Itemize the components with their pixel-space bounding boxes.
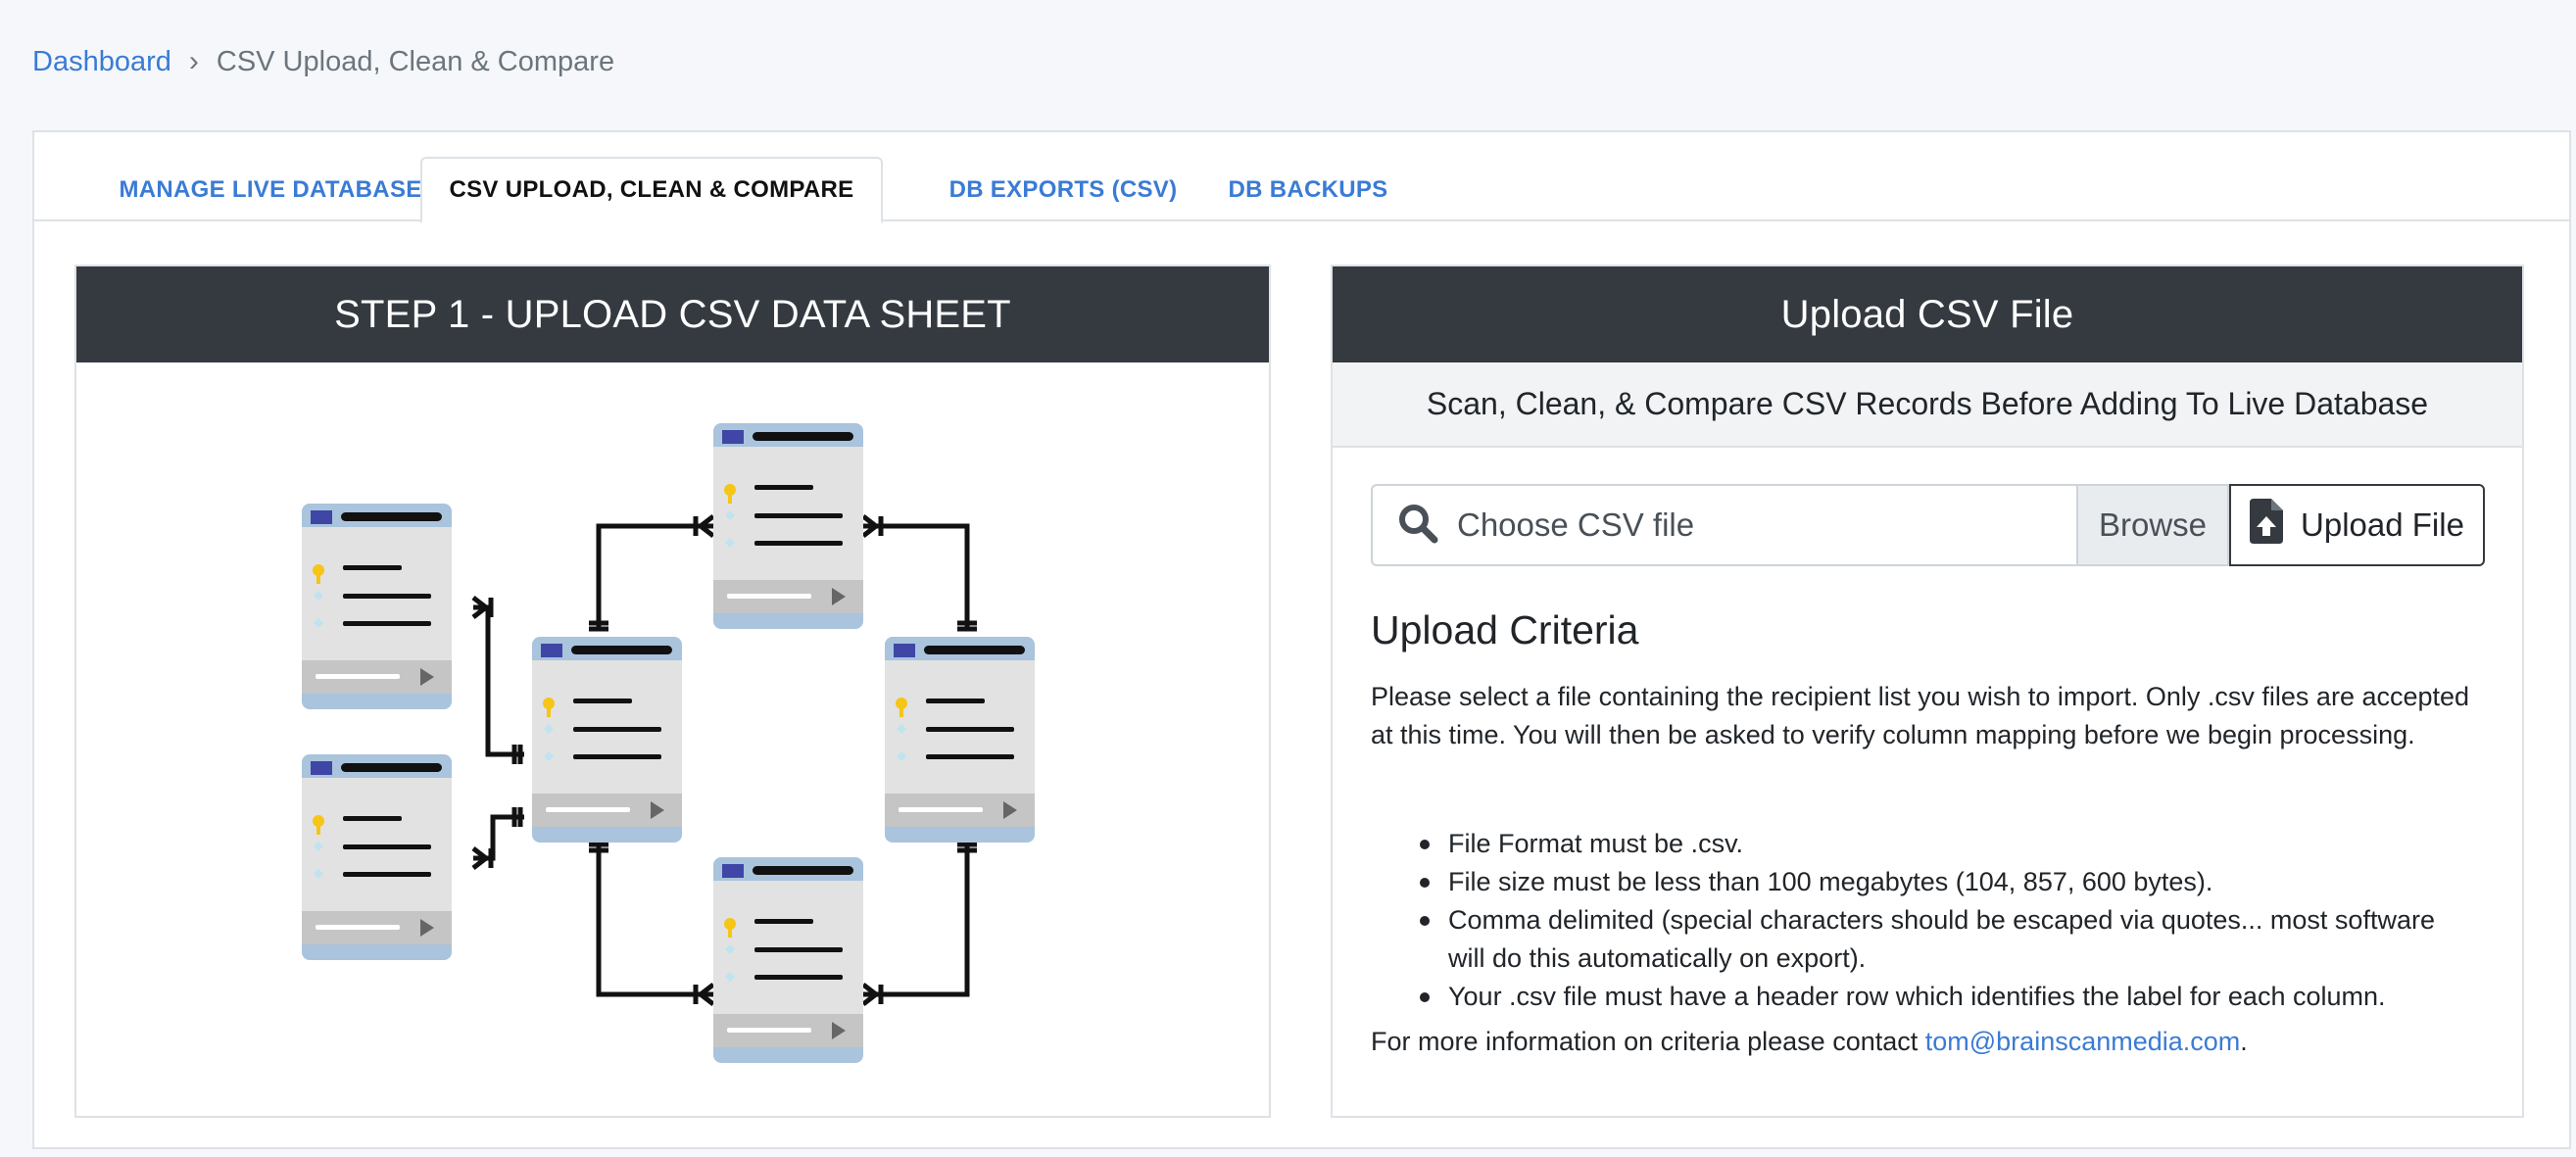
search-icon (1396, 502, 1439, 550)
contact-info: For more information on criteria please … (1371, 1023, 2248, 1061)
tab-db-backups[interactable]: DB BACKUPS (1228, 176, 1388, 203)
upload-panel-title: Upload CSV File (1333, 266, 2522, 362)
contact-suffix: . (2240, 1027, 2248, 1056)
breadcrumb-current: CSV Upload, Clean & Compare (216, 45, 615, 77)
upload-file-button[interactable]: Upload File (2229, 484, 2485, 566)
list-item: Your .csv file must have a header row wh… (1371, 978, 2478, 1016)
upload-criteria-list: File Format must be .csv. File size must… (1371, 825, 2478, 1016)
csv-file-input[interactable]: Choose CSV file (1371, 484, 2076, 566)
browse-button[interactable]: Browse (2076, 484, 2229, 566)
file-upload-group: Choose CSV file Browse Upload File (1371, 484, 2485, 566)
upload-criteria-heading: Upload Criteria (1371, 607, 1639, 652)
main-card: MANAGE LIVE DATABASE CSV UPLOAD, CLEAN &… (32, 130, 2571, 1149)
upload-criteria-intro: Please select a file containing the reci… (1371, 682, 2470, 749)
tab-csv-upload-clean-compare[interactable]: CSV UPLOAD, CLEAN & COMPARE (420, 157, 883, 223)
file-upload-icon (2250, 499, 2284, 552)
step1-panel: STEP 1 - UPLOAD CSV DATA SHEET (74, 265, 1271, 1118)
step1-title: STEP 1 - UPLOAD CSV DATA SHEET (76, 266, 1269, 362)
tab-manage-live-database[interactable]: MANAGE LIVE DATABASE (119, 176, 422, 203)
file-input-placeholder: Choose CSV file (1457, 506, 1695, 543)
upload-panel: Upload CSV File Scan, Clean, & Compare C… (1331, 265, 2524, 1118)
list-item: File size must be less than 100 megabyte… (1371, 863, 2478, 901)
contact-prefix: For more information on criteria please … (1371, 1027, 1925, 1056)
list-item: Comma delimited (special characters shou… (1371, 901, 2478, 978)
breadcrumb-separator: › (188, 45, 199, 77)
list-item: File Format must be .csv. (1371, 825, 2478, 863)
contact-email-link[interactable]: tom@brainscanmedia.com (1924, 1027, 2241, 1056)
upload-panel-subtitle: Scan, Clean, & Compare CSV Records Befor… (1333, 362, 2522, 448)
breadcrumb-dashboard-link[interactable]: Dashboard (32, 45, 171, 77)
breadcrumb: Dashboard › CSV Upload, Clean & Compare (32, 45, 614, 78)
tab-db-exports[interactable]: DB EXPORTS (CSV) (948, 176, 1178, 203)
upload-file-label: Upload File (2301, 506, 2464, 543)
database-schema-illustration (76, 362, 1269, 1118)
tab-bar: MANAGE LIVE DATABASE CSV UPLOAD, CLEAN &… (34, 157, 2569, 223)
